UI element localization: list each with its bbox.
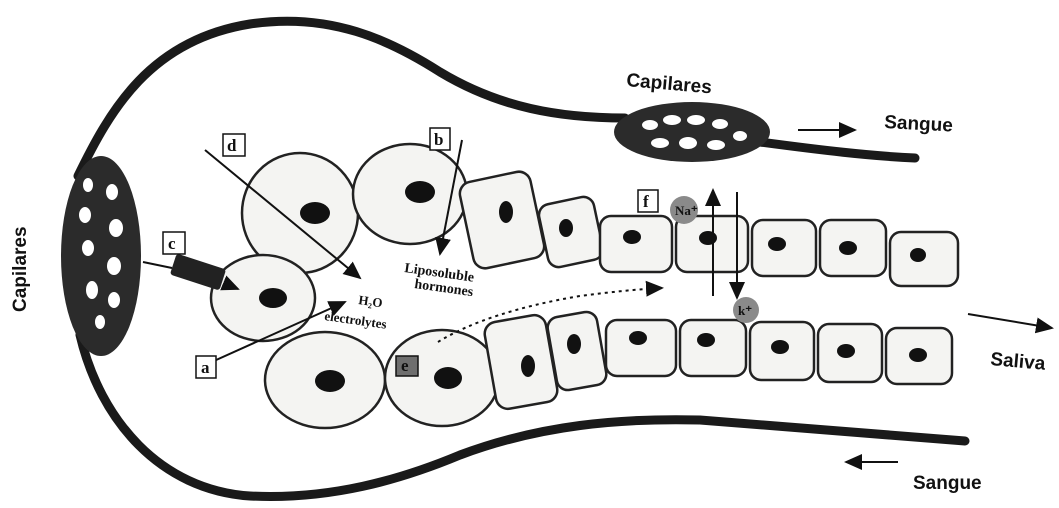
label-electrolytes: electrolytes <box>324 308 388 332</box>
svg-text:e: e <box>401 356 409 375</box>
capillary-left <box>61 156 141 356</box>
duct-top-vessel <box>760 142 915 158</box>
label-saliva: Saliva <box>990 349 1047 375</box>
duct-cells-top <box>458 169 958 286</box>
ion-k-label: k⁺ <box>738 303 752 318</box>
marker-c: c <box>163 232 185 254</box>
label-h2o: H₂O <box>358 292 384 310</box>
label-sangue-bottom: Sangue <box>913 473 982 494</box>
svg-text:a: a <box>201 358 210 377</box>
label-capilares-left: Capilares <box>10 226 31 312</box>
svg-text:b: b <box>434 130 443 149</box>
marker-a: a <box>196 356 216 378</box>
gland-outline-top <box>78 21 625 176</box>
ion-na-label: Na⁺ <box>675 203 698 218</box>
marker-d: d <box>223 134 245 156</box>
svg-text:f: f <box>643 192 649 211</box>
marker-b: b <box>430 128 450 150</box>
marker-f: f <box>638 190 658 212</box>
label-sangue-top: Sangue <box>884 112 954 137</box>
duct-cells-bottom <box>483 310 952 410</box>
svg-text:c: c <box>168 234 176 253</box>
svg-text:d: d <box>227 136 237 155</box>
arrow-saliva <box>968 314 1052 328</box>
capillary-top <box>614 102 770 162</box>
marker-e: e <box>396 356 418 376</box>
label-capilares-top: Capilares <box>626 70 713 98</box>
